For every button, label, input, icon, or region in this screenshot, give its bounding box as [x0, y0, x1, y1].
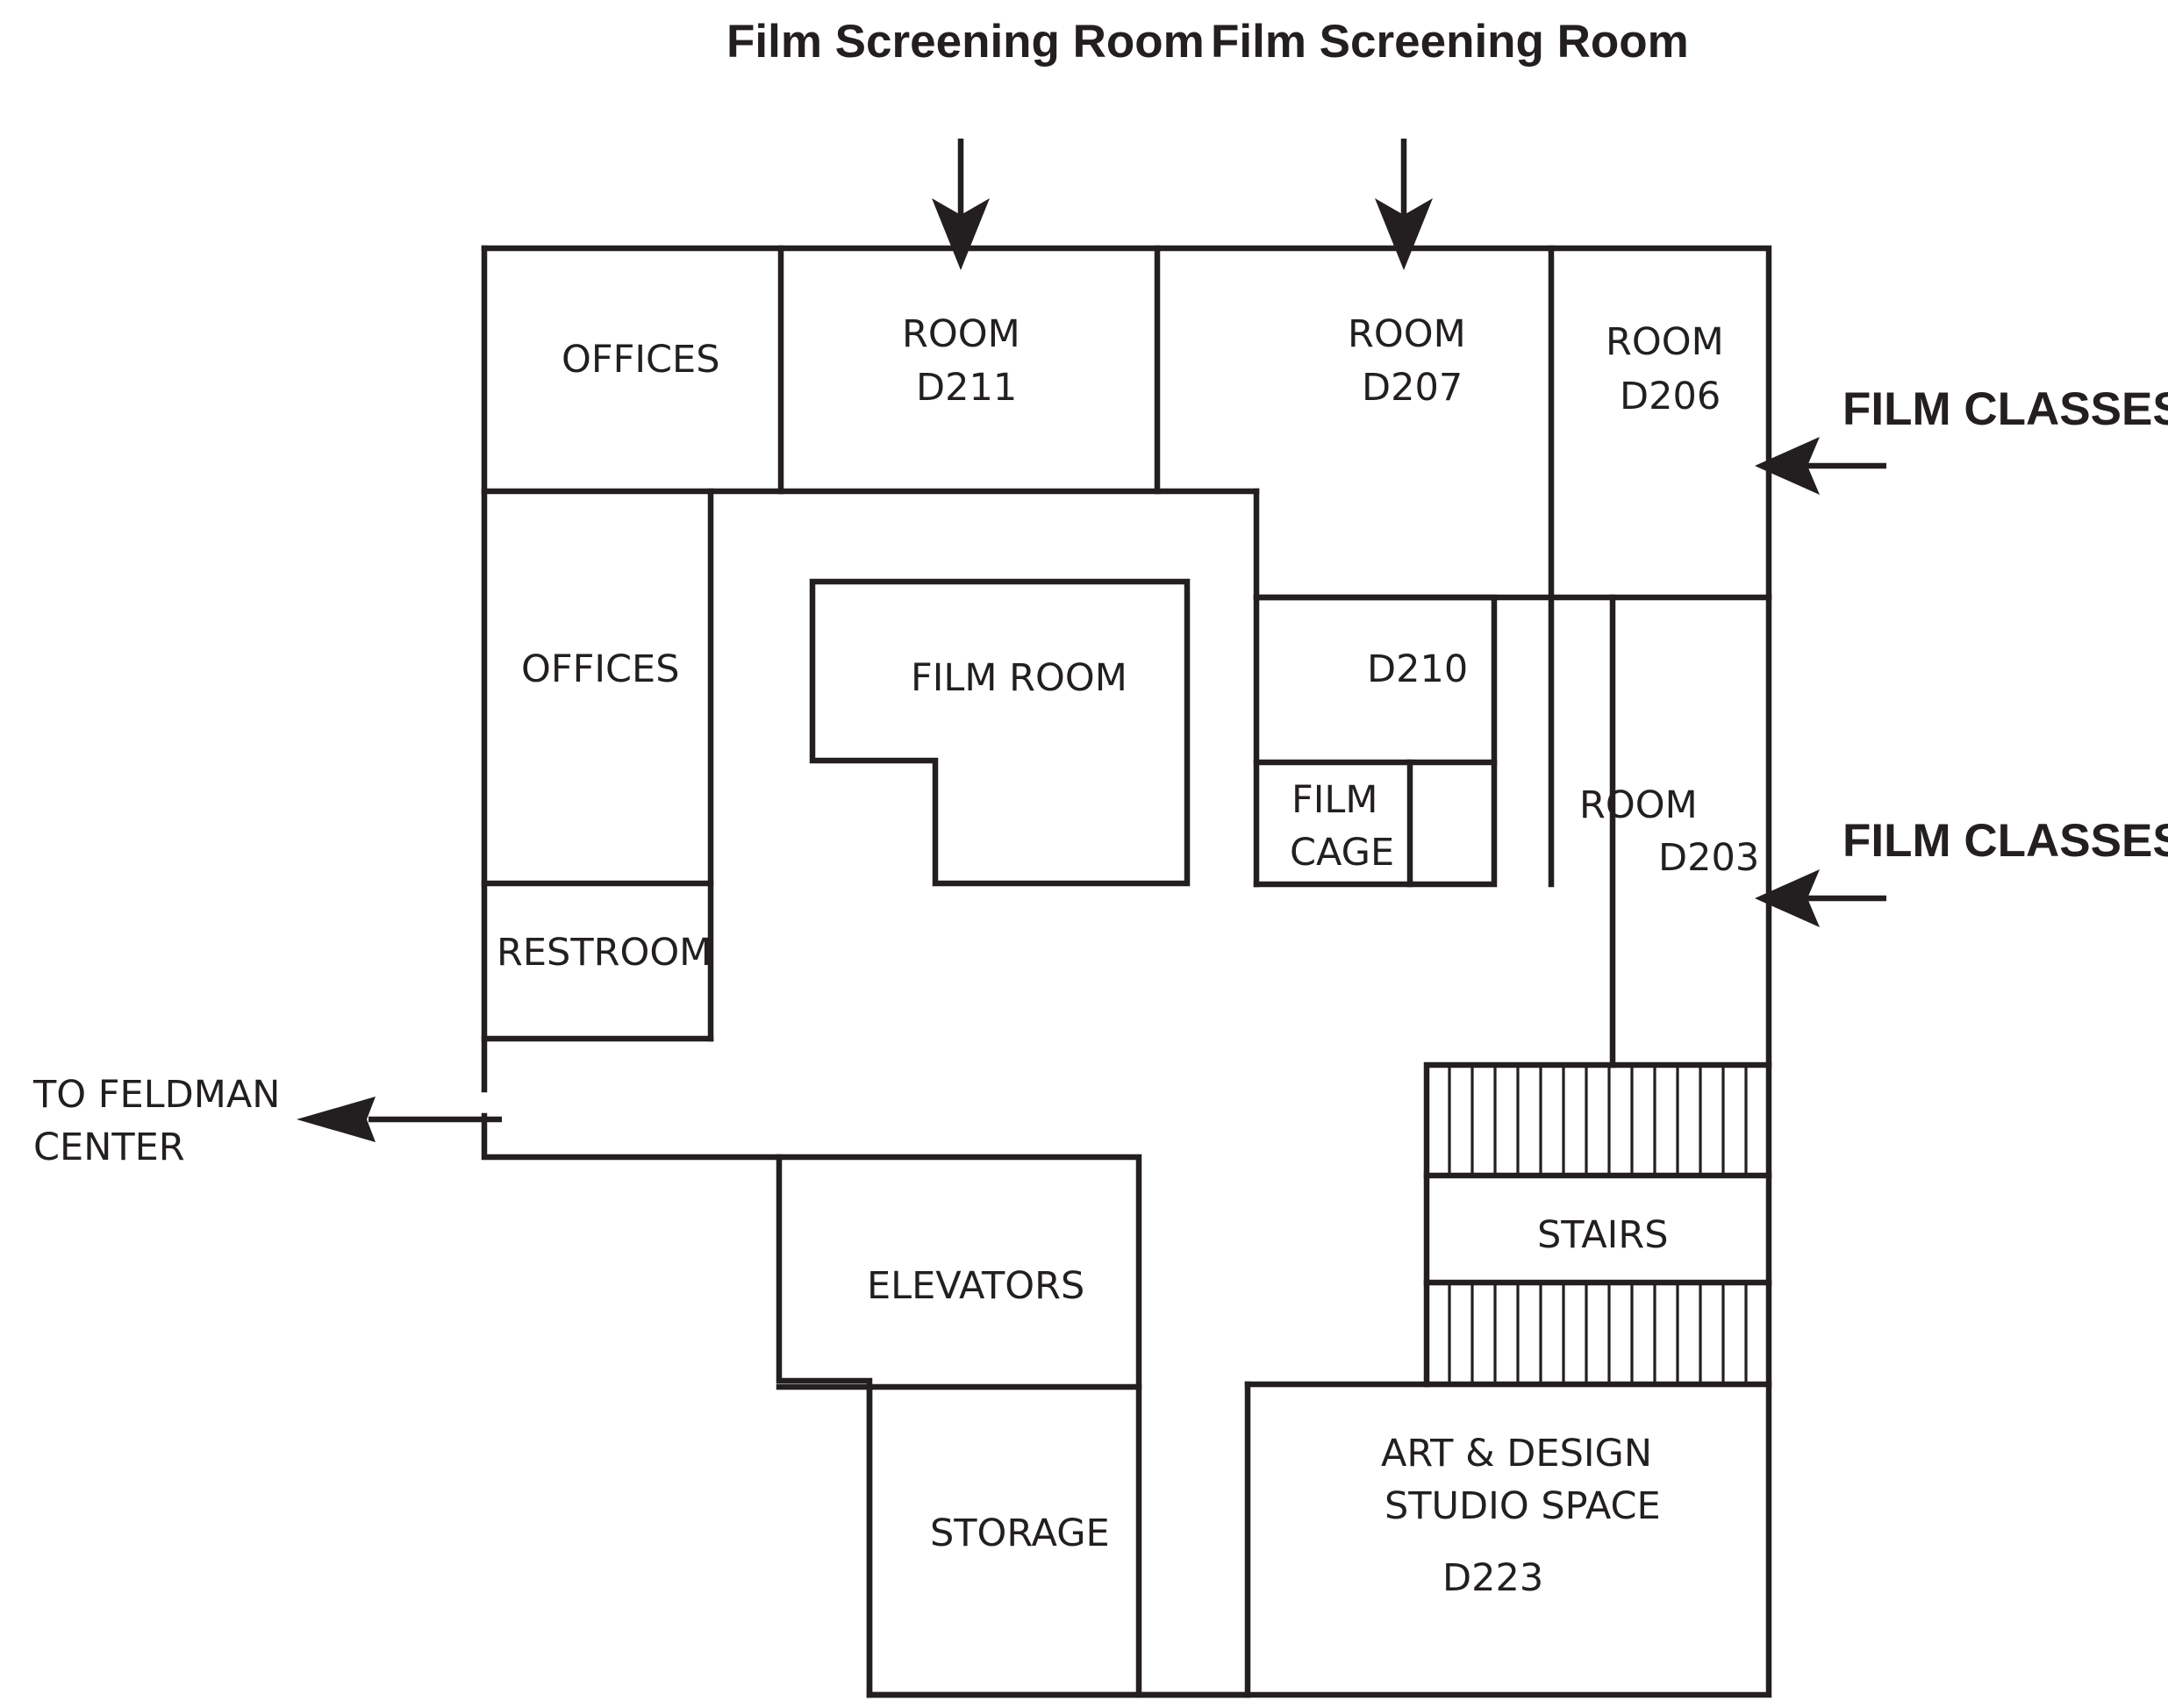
outer-wall [481, 245, 1772, 1698]
label-room-d203: ROOM [1579, 783, 1698, 827]
callout-film-screening-room: Film Screening Room [726, 16, 1205, 68]
arrow-left-icon [297, 1097, 502, 1142]
label-art-design-studio: D223 [1442, 1556, 1543, 1600]
label-film-cage: CAGE [1290, 831, 1394, 875]
stair-treads-upper [1448, 1065, 1748, 1176]
label-storage: STORAGE [930, 1511, 1110, 1555]
elevators-walls [776, 1154, 1142, 1698]
label-room-d206: ROOM [1606, 320, 1724, 364]
d210-block-walls [1253, 594, 1498, 888]
callout-to-feldman-center: TO FELDMAN [32, 1073, 280, 1117]
callout-film-screening-room: Film Screening Room [1211, 16, 1689, 68]
label-offices-left: OFFICES [521, 647, 679, 691]
label-stairs: STAIRS [1537, 1213, 1669, 1257]
arrow-left-icon [1755, 869, 1886, 927]
label-d210: D210 [1367, 647, 1468, 691]
room-labels: OFFICES ROOM D211 ROOM D207 ROOM D206 OF… [497, 312, 1759, 1600]
arrow-down-icon [1375, 139, 1433, 270]
stair-treads [1448, 1065, 1748, 1384]
arrow-left-icon [1755, 437, 1886, 495]
label-offices-top: OFFICES [562, 338, 719, 382]
callouts: Film Screening Room Film Screening Room … [32, 16, 2168, 1169]
label-room-d211: ROOM [902, 312, 1020, 356]
stair-treads-lower [1448, 1283, 1748, 1384]
label-art-design-studio: STUDIO SPACE [1385, 1484, 1661, 1528]
label-film-cage: FILM [1291, 778, 1377, 822]
arrows [297, 139, 1886, 1142]
label-restroom: RESTROOM [497, 931, 712, 975]
walls [481, 245, 1772, 1698]
label-room-d206: D206 [1620, 375, 1721, 418]
label-elevators: ELEVATORS [867, 1264, 1084, 1308]
arrow-down-icon [932, 139, 990, 270]
label-room-d203: D203 [1658, 836, 1759, 880]
film-room-walls [809, 578, 1191, 887]
callout-to-feldman-center: CENTER [33, 1126, 185, 1169]
callout-film-classes: FILM CLASSES [1842, 815, 2168, 867]
callout-film-classes: FILM CLASSES [1842, 383, 2168, 435]
label-art-design-studio: ART & DESIGN [1381, 1432, 1652, 1476]
label-room-d207: ROOM [1348, 312, 1466, 356]
label-room-d207: D207 [1362, 366, 1463, 410]
label-room-d211: D211 [916, 366, 1017, 410]
label-film-room: FILM ROOM [911, 656, 1127, 700]
